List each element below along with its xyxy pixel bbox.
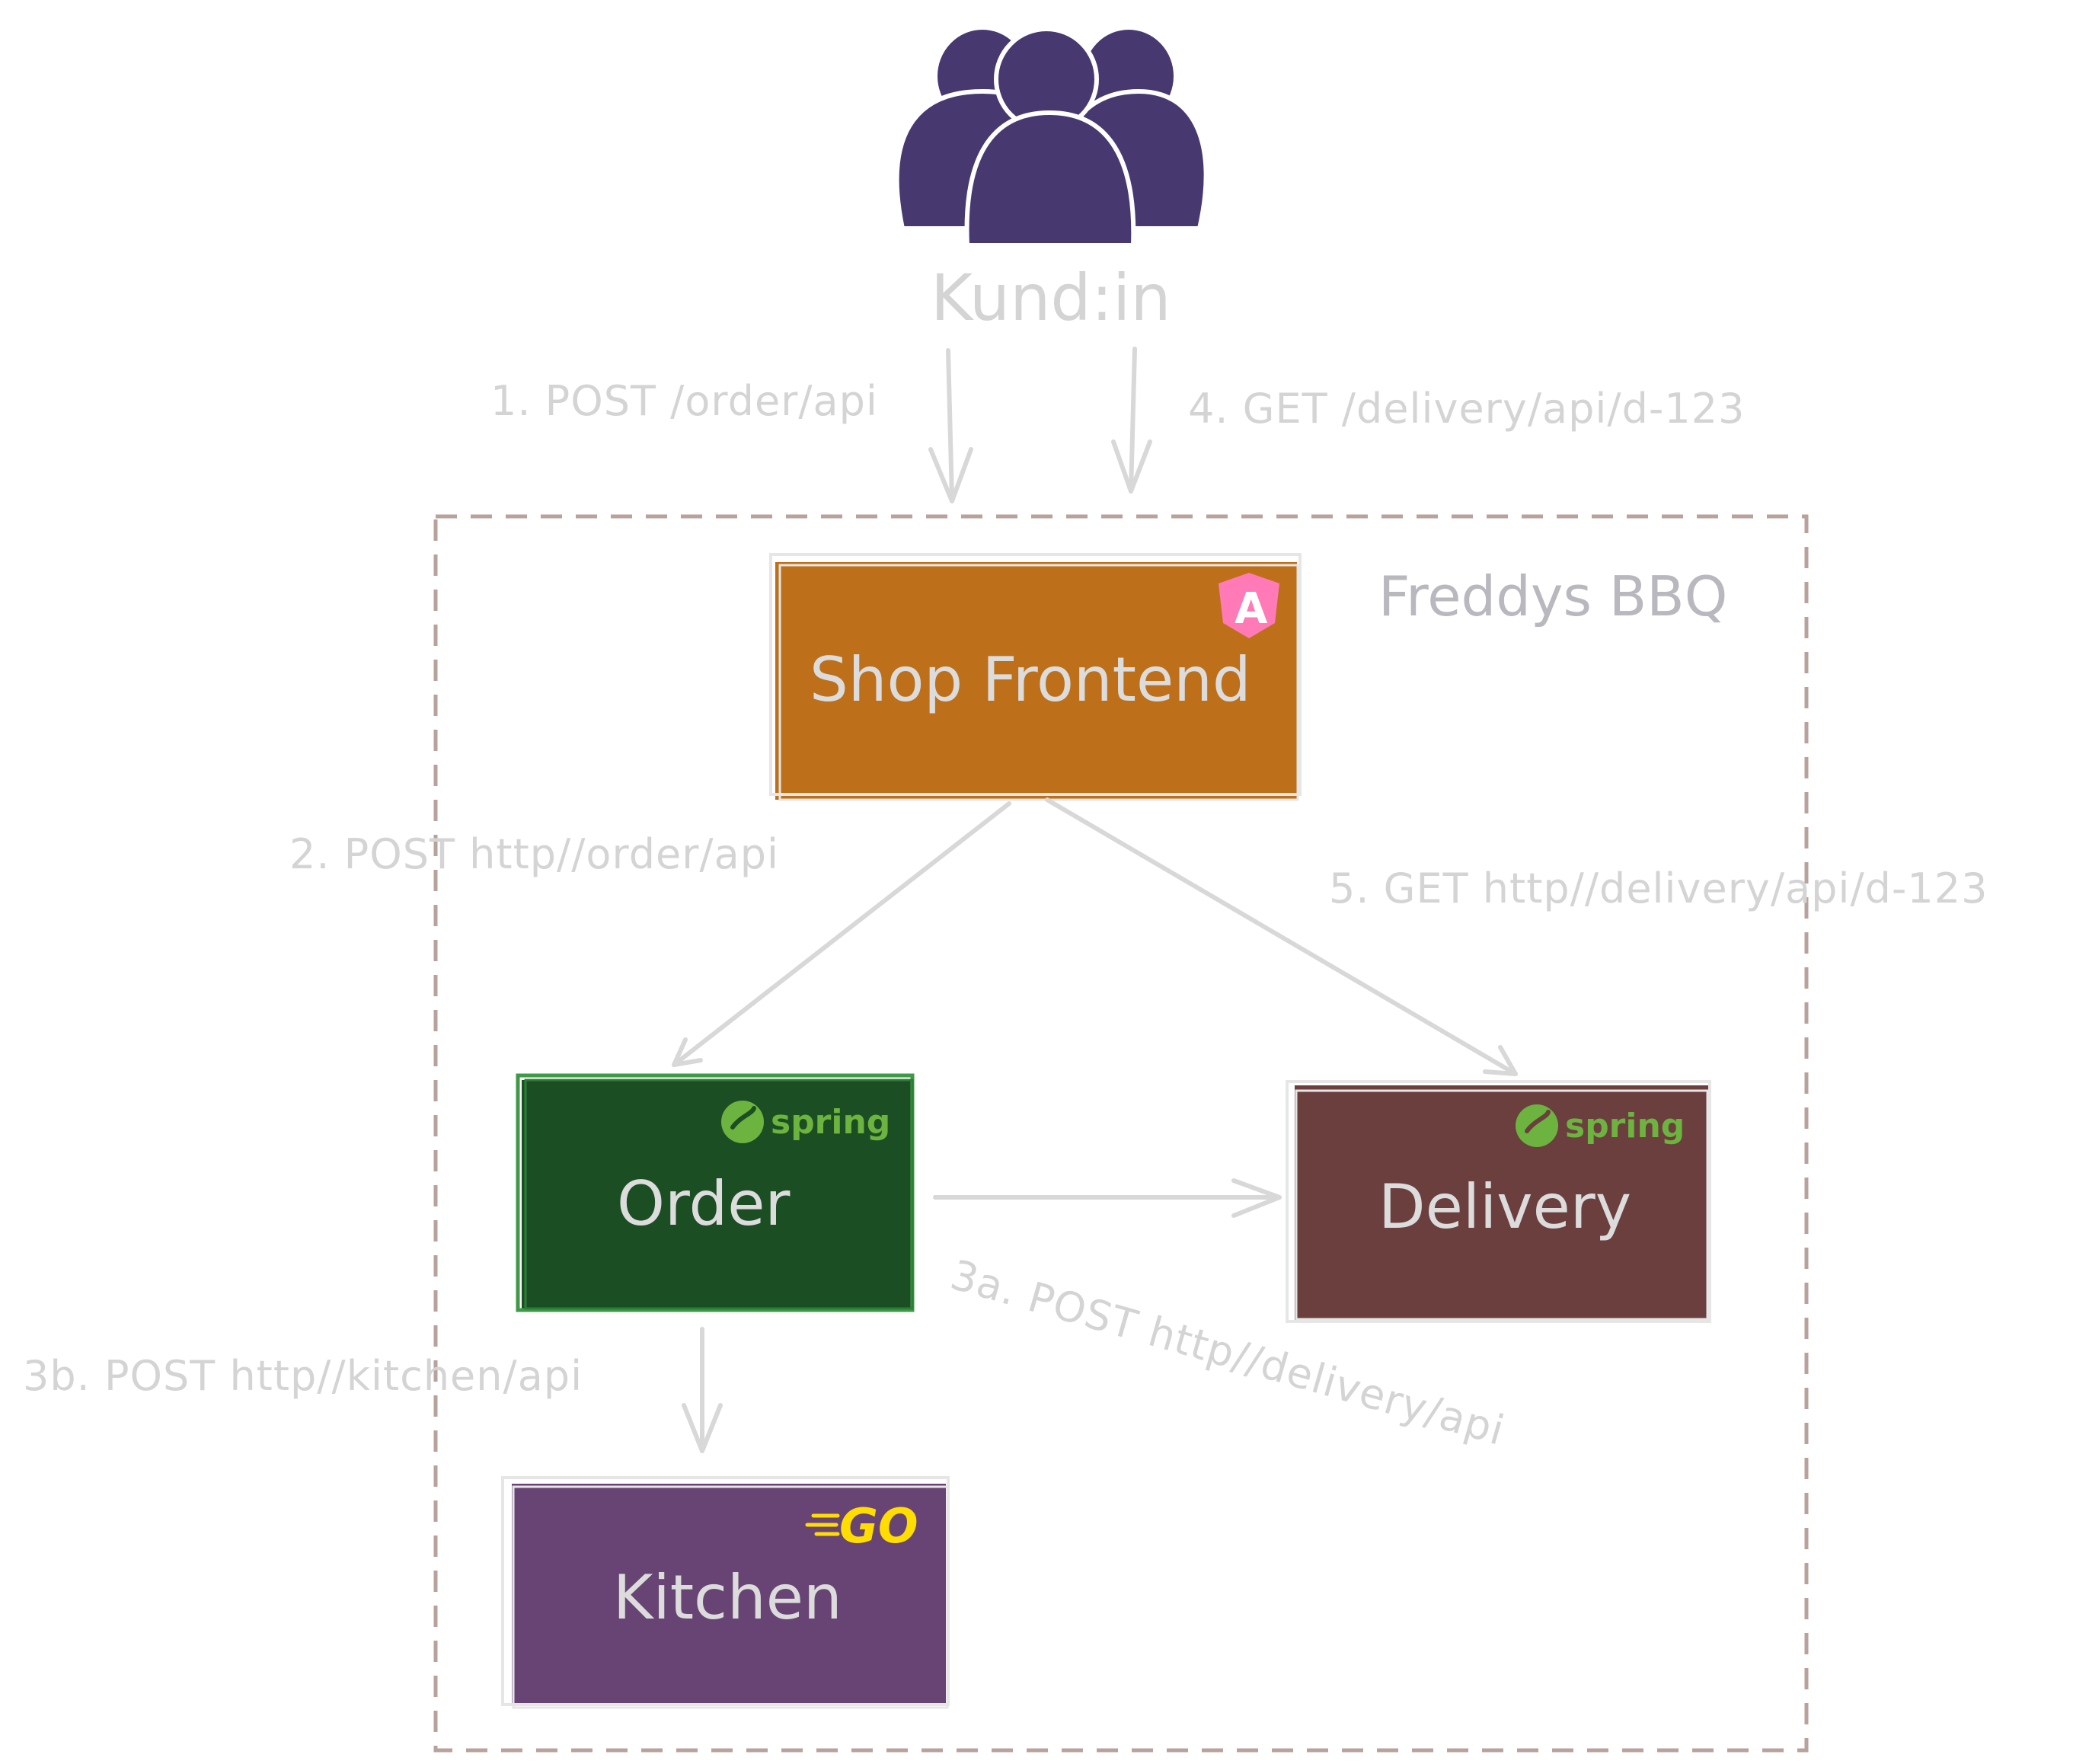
delivery-box[interactable]: spring Delivery <box>1286 1080 1711 1323</box>
spring-logo: spring <box>1516 1104 1685 1147</box>
region-label: Freddys BBQ <box>1378 564 1727 628</box>
shop-frontend-label: Shop Frontend <box>810 644 1251 715</box>
arrow-order-to-kitchen <box>682 1327 723 1453</box>
customer-label: Kund:in <box>931 260 1171 335</box>
order-box[interactable]: spring Order <box>516 1073 915 1312</box>
call-label-3b: 3b. POST http//kitchen/api <box>23 1352 583 1400</box>
call-label-2: 2. POST http//order/api <box>289 830 779 878</box>
call-label-1: 1. POST /order/api <box>490 377 878 425</box>
svg-text:GO: GO <box>839 1498 918 1554</box>
arrow-order-to-delivery <box>933 1178 1282 1218</box>
group-users-icon <box>894 25 1209 248</box>
call-label-5: 5. GET http//delivery/api/d-123 <box>1329 864 1988 912</box>
arrow-shop-to-delivery <box>1045 797 1518 1076</box>
arrow-customer-to-shop-1 <box>928 348 973 503</box>
go-logo: GO <box>805 1498 918 1554</box>
svg-text:A: A <box>1235 584 1268 634</box>
delivery-label: Delivery <box>1378 1171 1631 1242</box>
shop-frontend-box[interactable]: A Shop Frontend <box>769 553 1302 801</box>
order-label: Order <box>617 1168 790 1239</box>
arrow-customer-to-shop-4 <box>1111 347 1152 494</box>
angular-icon: A <box>1219 573 1279 638</box>
kitchen-label: Kitchen <box>613 1562 842 1633</box>
arrow-shop-to-order <box>672 801 1011 1067</box>
svg-text:spring: spring <box>1565 1107 1685 1146</box>
region-boundary <box>433 514 1809 1753</box>
spring-logo: spring <box>721 1101 890 1143</box>
call-label-4: 4. GET /delivery/api/d-123 <box>1188 385 1745 433</box>
svg-text:spring: spring <box>771 1103 890 1142</box>
kitchen-box[interactable]: GO Kitchen <box>501 1476 950 1709</box>
